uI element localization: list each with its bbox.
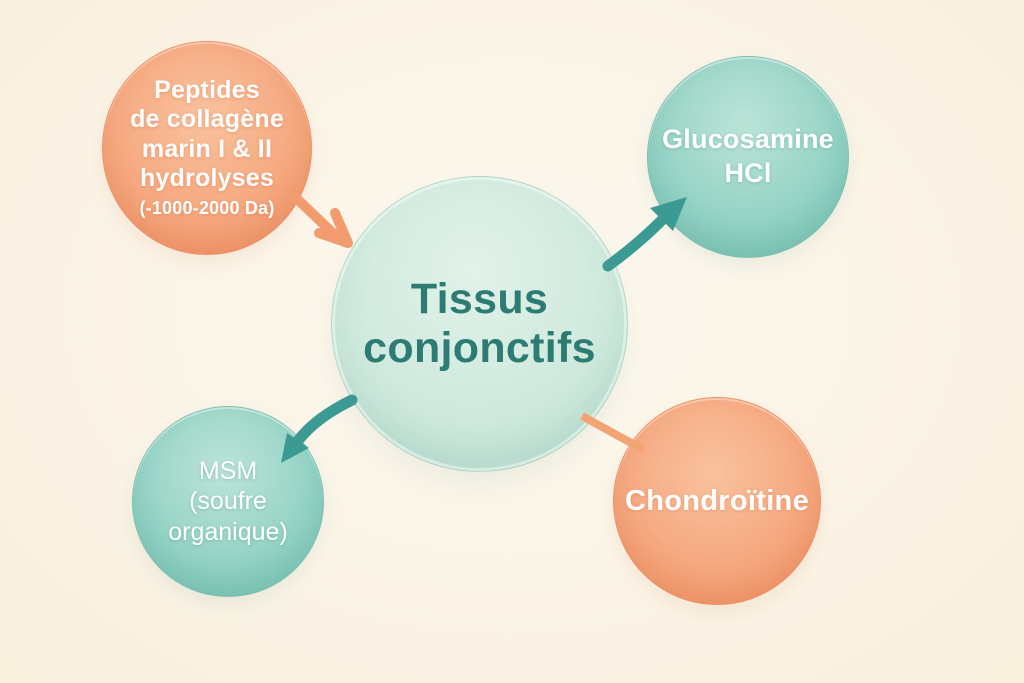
node-peptides-line-2: de collagène <box>130 105 284 134</box>
node-glucosamine-line-1: Glucosamine <box>662 124 834 155</box>
node-msm-sub-line-1: (soufre <box>189 487 267 516</box>
node-msm: MSM (soufre organique) <box>132 406 324 597</box>
node-chondroitine: Chondroïtine <box>613 397 821 605</box>
node-glucosamine-line-2: HCl <box>724 158 772 188</box>
node-center-line-2: conjonctifs <box>363 324 596 372</box>
node-peptides-subtext: (-1000-2000 Da) <box>139 197 275 218</box>
node-peptides-collagene: Peptides de collagène marin I & II hydro… <box>102 41 312 255</box>
node-glucosamine-hcl: Glucosamine HCl <box>647 56 849 258</box>
node-peptides-label: Peptides de collagène marin I & II hydro… <box>103 76 311 220</box>
node-center-label: Tissus conjonctifs <box>332 275 627 373</box>
node-peptides-line-3: marin I & II <box>141 134 273 163</box>
node-peptides-line-1: Peptides <box>154 75 260 104</box>
node-msm-label: MSM (soufre organique) <box>133 456 323 548</box>
node-msm-sub-line-2: organique) <box>168 517 288 546</box>
node-glucosamine-label: Glucosamine HCl <box>648 123 848 191</box>
node-center-line-1: Tissus <box>410 274 549 323</box>
node-peptides-line-4: hydrolyses <box>139 164 274 193</box>
node-chondroitine-label: Chondroïtine <box>614 485 820 518</box>
node-tissus-conjonctifs: Tissus conjonctifs <box>331 176 628 472</box>
node-chondroitine-line-1: Chondroïtine <box>624 484 809 517</box>
node-msm-title: MSM <box>198 456 258 485</box>
